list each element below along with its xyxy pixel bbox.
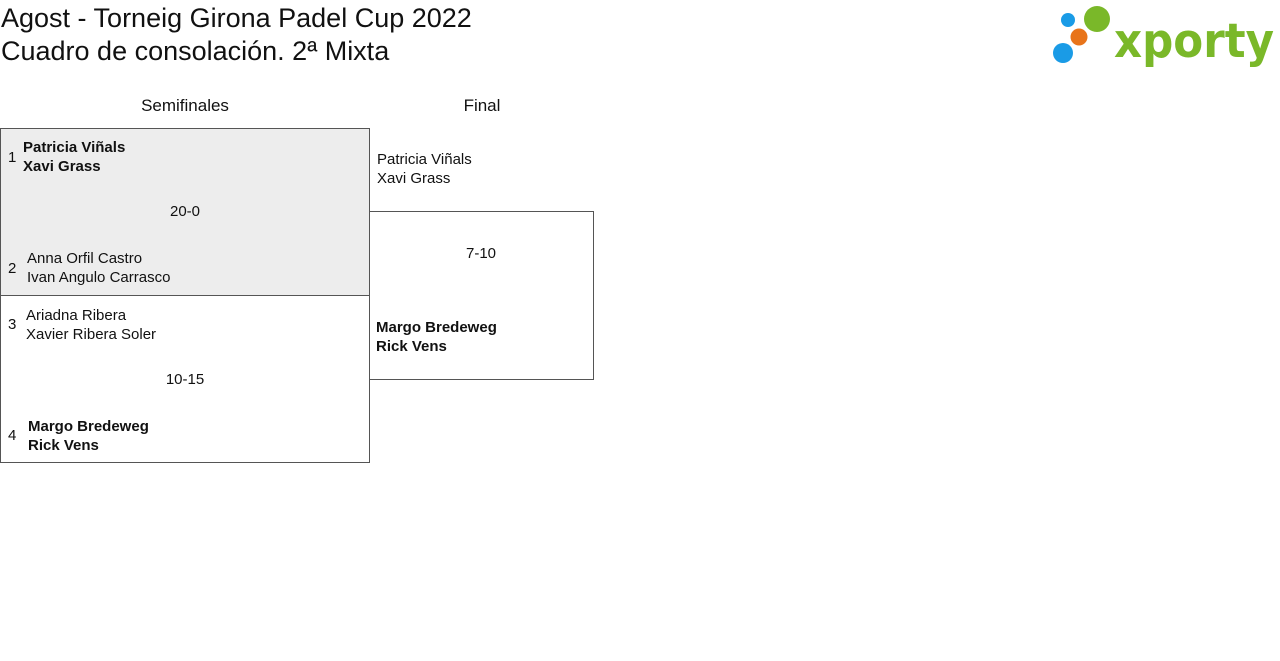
page-title: Agost - Torneig Girona Padel Cup 2022 Cu… <box>1 2 472 68</box>
pair-entry-winner: Patricia Viñals Xavi Grass <box>23 138 125 176</box>
pair-entry-winner: Margo Bredeweg Rick Vens <box>28 417 149 455</box>
player-name: Xavier Ribera Soler <box>26 326 157 343</box>
pair-entry: Anna Orfil Castro Ivan Angulo Carrasco <box>27 249 170 287</box>
semifinal-match-1[interactable]: 1 Patricia Viñals Xavi Grass 20-0 2 Anna… <box>0 128 370 296</box>
player-name: Xavi Grass <box>377 170 451 187</box>
match-score: 10-15 <box>165 371 205 388</box>
semifinal-match-2[interactable]: 3 Ariadna Ribera Xavier Ribera Soler 10-… <box>0 295 370 463</box>
xporty-logo: xporty <box>1053 6 1274 68</box>
player-name: Rick Vens <box>376 338 447 355</box>
player-name: Ariadna Ribera <box>26 307 127 324</box>
seed-number: 3 <box>8 316 17 333</box>
round-title-final: Final <box>463 96 501 115</box>
pair-entry: Ariadna Ribera Xavier Ribera Soler <box>26 306 156 344</box>
player-name: Anna Orfil Castro <box>27 250 143 267</box>
final-match[interactable]: 7-10 Margo Bredeweg Rick Vens <box>369 211 594 380</box>
player-name: Patricia Viñals <box>23 139 126 156</box>
logo-text: xporty <box>1114 14 1274 68</box>
player-name: Xavi Grass <box>23 158 101 175</box>
seed-number: 2 <box>8 260 17 277</box>
final-pair-top: Patricia Viñals Xavi Grass <box>377 150 472 188</box>
player-name: Rick Vens <box>28 437 99 454</box>
seed-number: 4 <box>8 427 17 444</box>
round-title-semifinals: Semifinales <box>141 96 229 115</box>
player-name: Patricia Viñals <box>377 151 472 168</box>
player-name: Margo Bredeweg <box>376 319 497 336</box>
draw-name: Cuadro de consolación. 2ª Mixta <box>1 36 390 66</box>
player-name: Margo Bredeweg <box>28 418 149 435</box>
player-name: Ivan Angulo Carrasco <box>27 269 171 286</box>
match-score: 20-0 <box>169 203 201 220</box>
match-score: 7-10 <box>465 245 497 262</box>
tournament-name: Agost - Torneig Girona Padel Cup 2022 <box>1 3 472 33</box>
final-pair-winner: Margo Bredeweg Rick Vens <box>376 318 497 356</box>
seed-number: 1 <box>8 149 17 166</box>
